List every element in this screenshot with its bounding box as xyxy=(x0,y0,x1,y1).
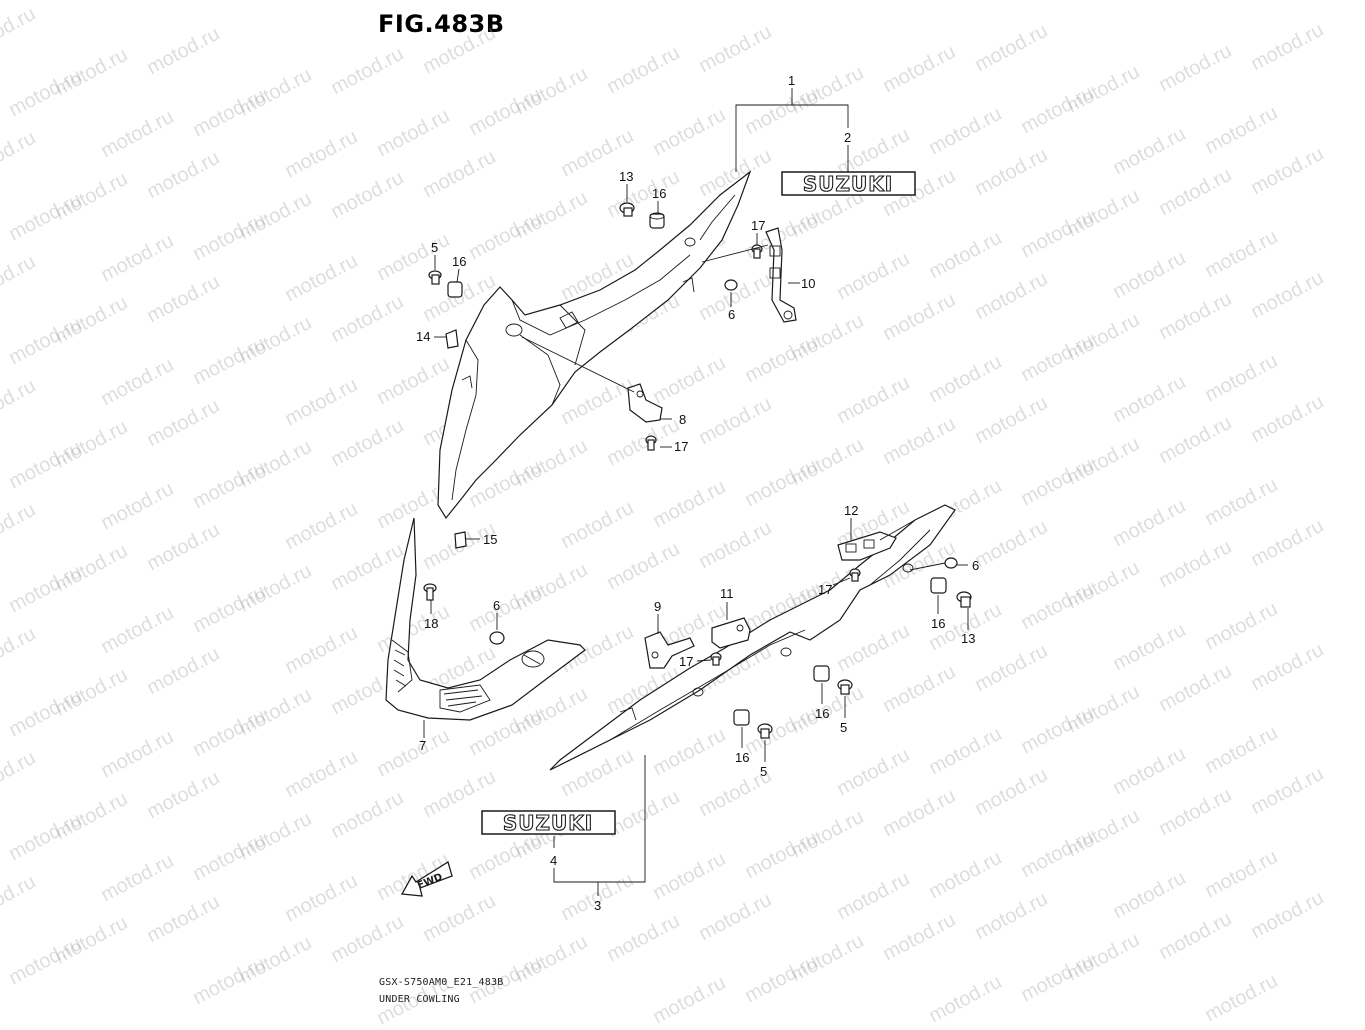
grommet-icon xyxy=(930,577,947,594)
lower-front-cowl xyxy=(385,517,586,721)
callout-15: 15 xyxy=(483,532,497,547)
bolt-icon xyxy=(428,270,442,285)
bolt-icon xyxy=(757,723,773,739)
lower-side-panel xyxy=(549,504,956,771)
grommet-icon xyxy=(813,665,830,682)
callout-12: 12 xyxy=(844,503,858,518)
callout-10: 10 xyxy=(801,276,815,291)
clip-icon xyxy=(445,329,459,349)
screw-icon xyxy=(423,583,437,601)
nut-icon xyxy=(944,557,958,569)
callout-16: 16 xyxy=(815,706,829,721)
figure-name: UNDER COWLING xyxy=(379,994,460,1005)
callout-11: 11 xyxy=(720,586,734,601)
bracket-part-10 xyxy=(765,227,797,323)
callout-6: 6 xyxy=(493,598,500,613)
bolt-icon xyxy=(710,652,722,666)
fasteners xyxy=(423,202,972,739)
bolt-icon xyxy=(645,435,657,451)
figure-code: GSX-S750AM0_E21_483B xyxy=(379,977,504,988)
bracket-part-11 xyxy=(711,617,751,649)
bracket-part-9 xyxy=(644,631,695,669)
bolt-icon xyxy=(956,591,972,608)
suzuki-emblem-lower: SUZUKI xyxy=(481,810,616,836)
nut-icon xyxy=(724,279,738,291)
callout-16: 16 xyxy=(652,186,666,201)
callout-17: 17 xyxy=(818,582,832,597)
bracket-part-8 xyxy=(627,383,663,423)
grommet-icon xyxy=(649,212,665,229)
callout-14: 14 xyxy=(416,329,430,344)
leader-lines xyxy=(423,88,969,896)
nut-icon xyxy=(489,631,505,645)
upper-cowling-panel xyxy=(437,170,752,520)
callout-17: 17 xyxy=(679,654,693,669)
svg-text:SUZUKI: SUZUKI xyxy=(503,811,593,835)
grommet-icon xyxy=(447,281,463,298)
callout-18: 18 xyxy=(424,616,438,631)
callout-5: 5 xyxy=(760,764,767,779)
suzuki-emblem-upper: SUZUKI xyxy=(781,171,916,197)
svg-text:SUZUKI: SUZUKI xyxy=(803,172,893,196)
figure-title: FIG.483B xyxy=(378,10,505,38)
callout-2: 2 xyxy=(844,130,851,145)
callout-16: 16 xyxy=(452,254,466,269)
clip-icon xyxy=(454,531,467,549)
callout-7: 7 xyxy=(419,738,426,753)
callout-13: 13 xyxy=(961,631,975,646)
callout-5: 5 xyxy=(431,240,438,255)
fwd-direction-arrow: FWD xyxy=(400,860,453,897)
callout-numbers: 1 2 13 16 17 5 16 10 6 14 8 17 15 12 6 1… xyxy=(416,73,979,913)
callout-6: 6 xyxy=(972,558,979,573)
callout-5: 5 xyxy=(840,720,847,735)
callout-16: 16 xyxy=(735,750,749,765)
bolt-icon xyxy=(837,679,853,695)
callout-6: 6 xyxy=(728,307,735,322)
callout-9: 9 xyxy=(654,599,661,614)
callout-4: 4 xyxy=(550,853,557,868)
callout-17: 17 xyxy=(751,218,765,233)
callout-8: 8 xyxy=(679,412,686,427)
callout-3: 3 xyxy=(594,898,601,913)
bolt-icon xyxy=(849,568,861,582)
callout-1: 1 xyxy=(788,73,795,88)
callout-13: 13 xyxy=(619,169,633,184)
grommet-icon xyxy=(733,709,750,726)
callout-16: 16 xyxy=(931,616,945,631)
bolt-icon xyxy=(619,202,635,217)
callout-17: 17 xyxy=(674,439,688,454)
